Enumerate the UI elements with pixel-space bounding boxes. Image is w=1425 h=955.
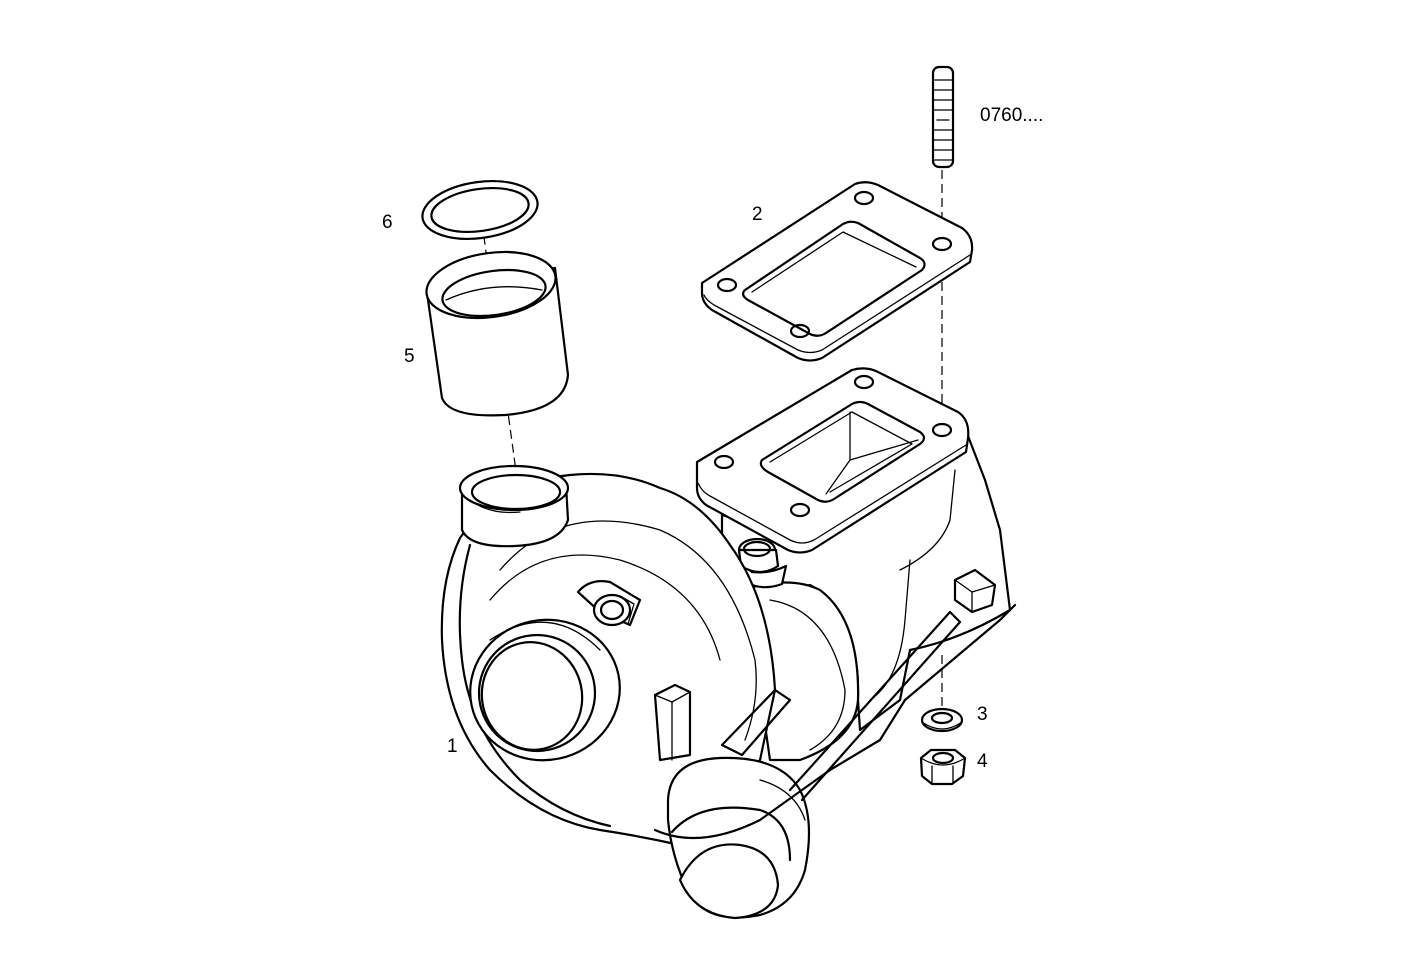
turbocharger	[440, 367, 1017, 920]
stud-bolt	[931, 65, 955, 169]
o-ring	[421, 180, 539, 240]
callout-4: 4	[977, 751, 988, 772]
hex-nut	[919, 748, 967, 786]
hose-connector	[576, 580, 642, 627]
compressor-inlet	[469, 618, 621, 762]
sleeve	[425, 250, 570, 417]
flange-gasket	[700, 181, 974, 362]
wastegate-actuator	[666, 756, 811, 920]
callout-6: 6	[382, 212, 393, 233]
callout-3: 3	[977, 704, 988, 725]
part-number-label: 0760....	[980, 105, 1044, 126]
callout-5: 5	[404, 346, 415, 367]
washer	[920, 707, 964, 733]
rod-end-nut	[953, 568, 997, 614]
oil-fitting	[736, 537, 788, 589]
callout-2: 2	[752, 204, 763, 225]
callout-1: 1	[447, 736, 458, 757]
